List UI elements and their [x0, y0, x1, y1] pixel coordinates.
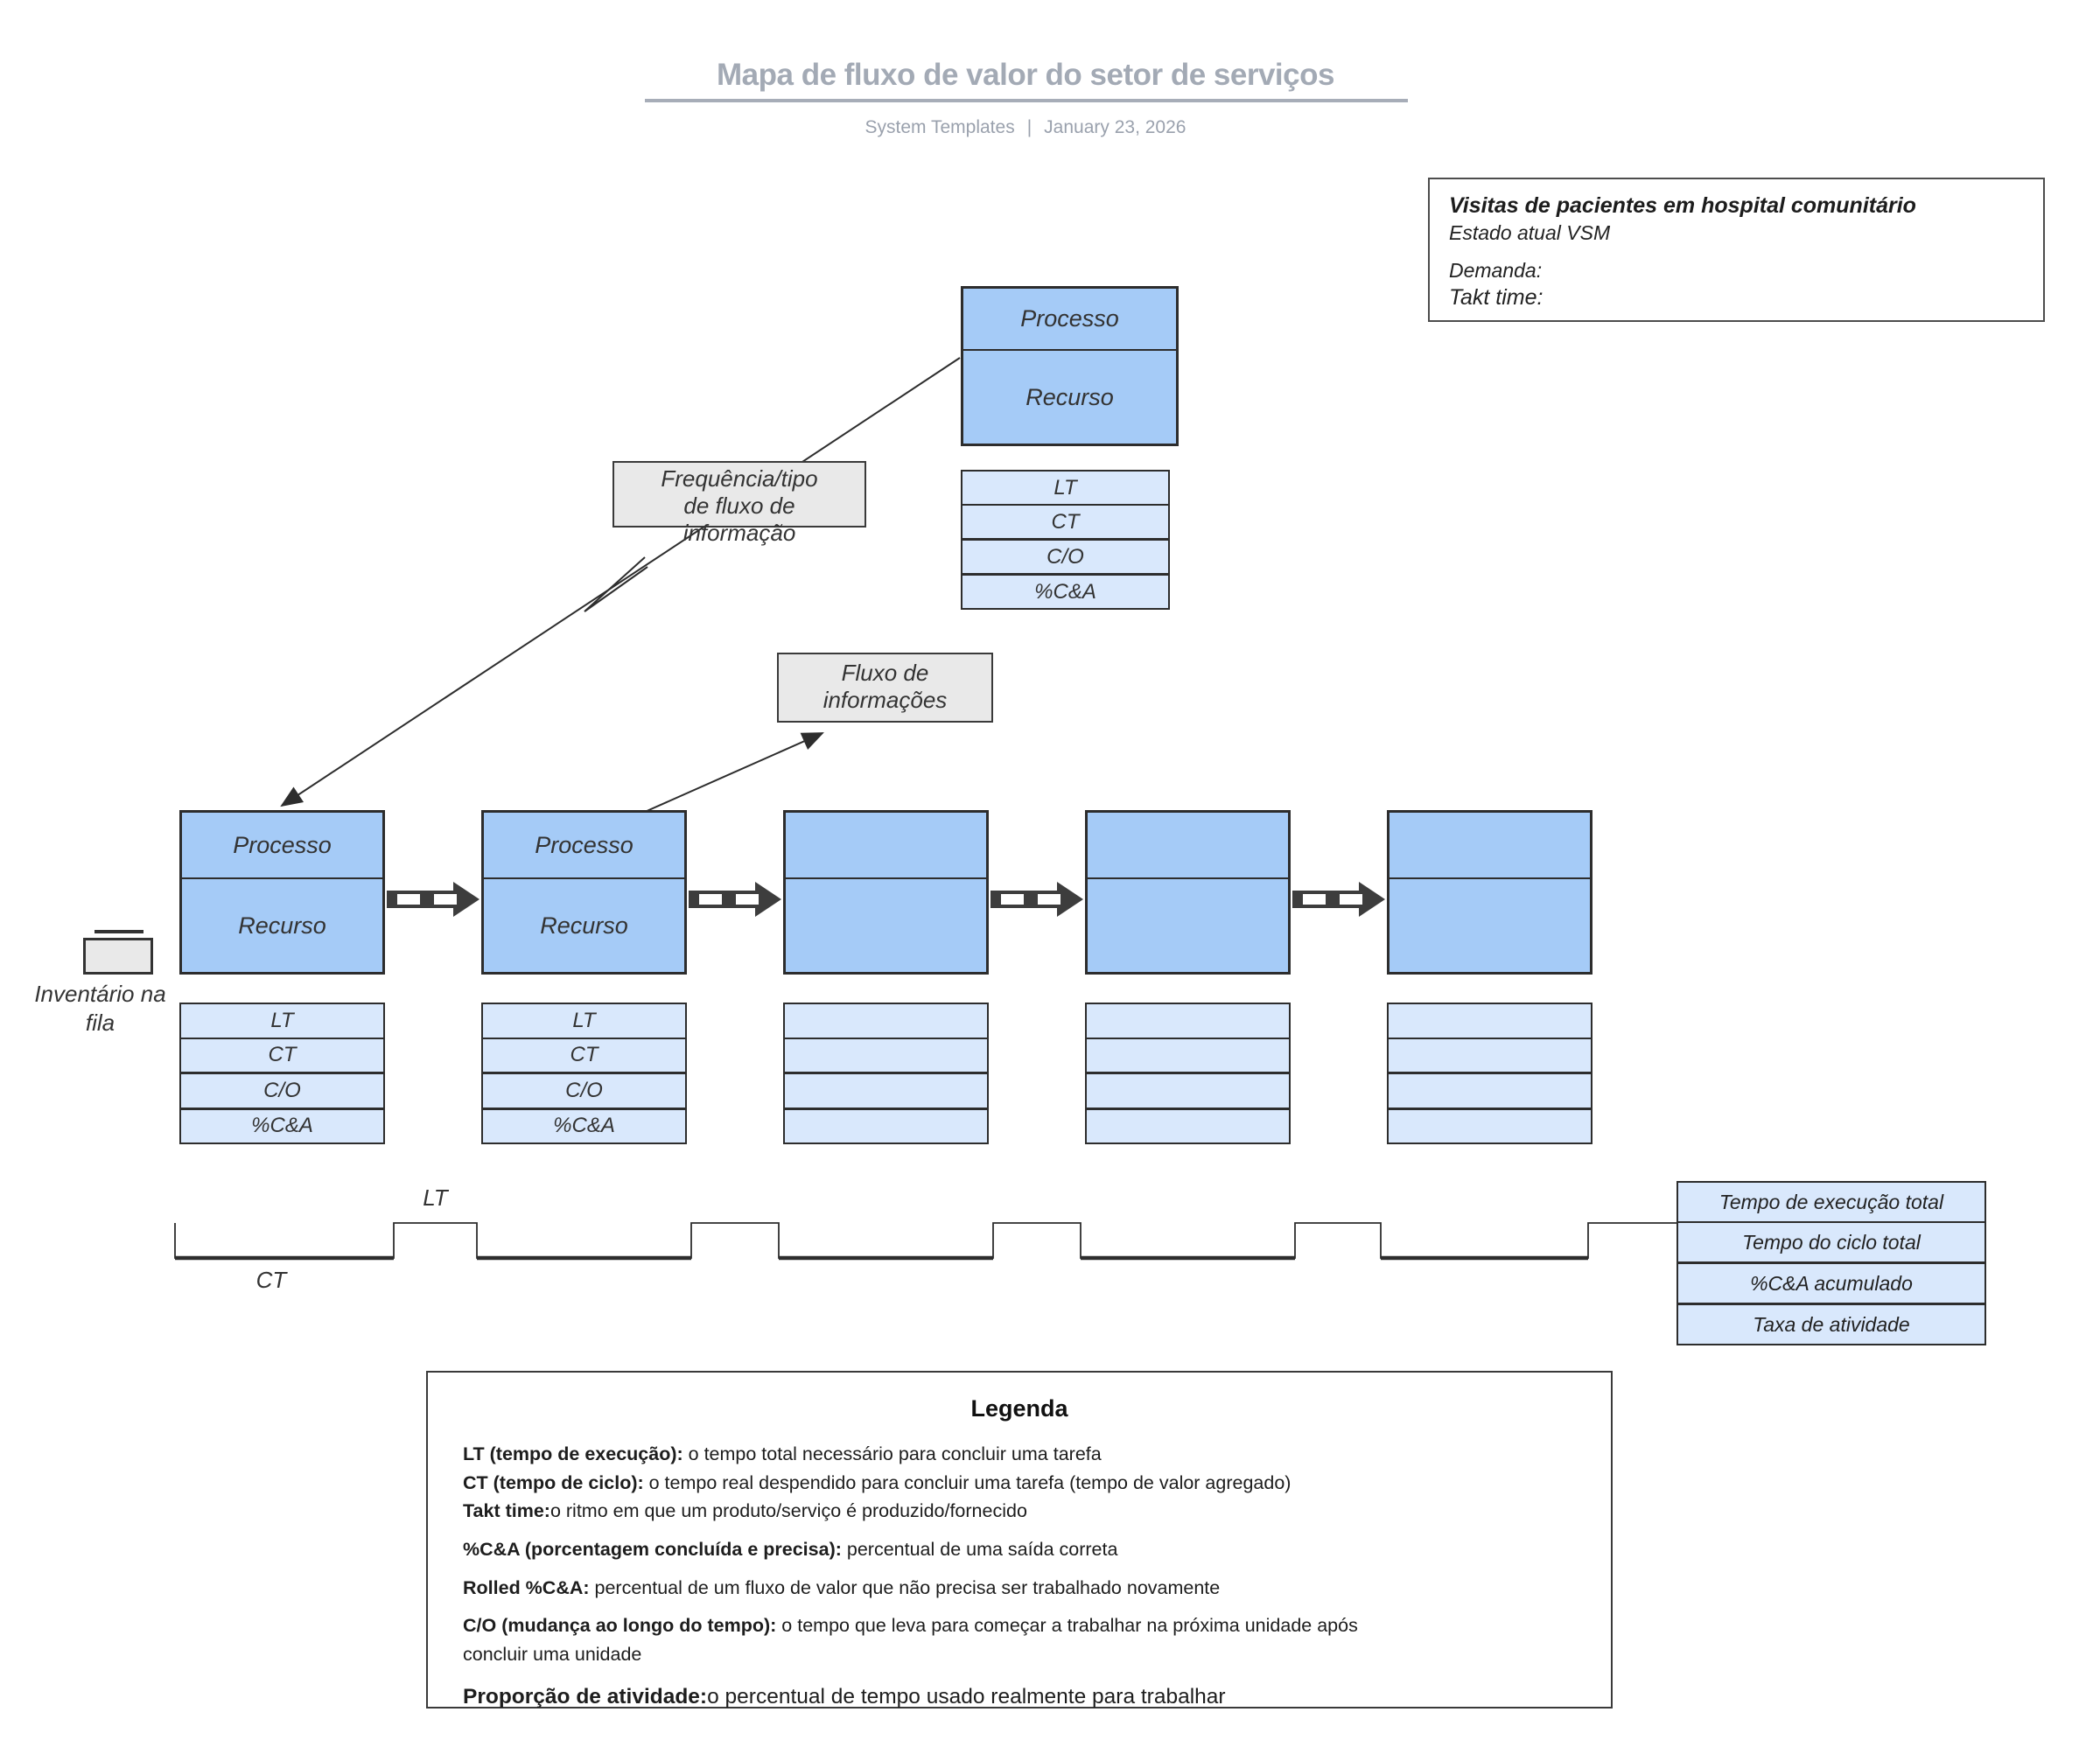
process-box-5[interactable]	[1387, 810, 1592, 975]
metrics-table-2[interactable]: LT CT C/O %C&A	[481, 1003, 687, 1144]
legend-item-lt: LT (tempo de execução): o tempo total ne…	[463, 1443, 1102, 1464]
metric-lt	[1087, 1004, 1289, 1038]
metrics-table-1[interactable]: LT CT C/O %C&A	[179, 1003, 385, 1144]
process-box-1[interactable]: Processo Recurso	[179, 810, 385, 975]
metric-co: C/O	[962, 538, 1168, 573]
process-resource	[1390, 879, 1590, 972]
project-title: Visitas de pacientes em hospital comunit…	[1449, 193, 1916, 218]
metric-co: C/O	[181, 1072, 383, 1108]
metric-pca: %C&A	[181, 1107, 383, 1143]
process-box-2[interactable]: Processo Recurso	[481, 810, 687, 975]
metric-lt	[785, 1004, 987, 1038]
metrics-table-4[interactable]	[1085, 1003, 1291, 1144]
takt-time-label: Takt time:	[1449, 285, 1544, 310]
process-box-3[interactable]	[783, 810, 989, 975]
process-title: Processo	[484, 813, 684, 879]
total-cycle-time: Tempo do ciclo total	[1678, 1221, 1984, 1261]
title-underline	[645, 99, 1408, 102]
date: January 23, 2026	[1044, 117, 1186, 137]
legend-item-pca: %C&A (porcentagem concluída e precisa): …	[463, 1539, 1118, 1561]
inventory-label: Inventário na fila	[34, 981, 166, 1036]
legend-item-co: C/O (mudança ao longo do tempo): o tempo…	[463, 1615, 1358, 1666]
metric-lt: LT	[572, 1008, 596, 1032]
byline: System Templates	[864, 117, 1015, 137]
metric-lt: LT	[270, 1008, 294, 1032]
process-box-supplier[interactable]: Processo Recurso	[961, 286, 1179, 446]
timeline-ct-label: CT	[256, 1267, 287, 1293]
process-resource	[786, 879, 986, 972]
metric-pca: %C&A	[483, 1107, 685, 1143]
frequency-note-box[interactable]	[612, 461, 866, 528]
process-title	[1390, 813, 1590, 879]
process-box-4[interactable]	[1085, 810, 1291, 975]
metric-pca: %C&A	[962, 573, 1168, 608]
total-activity-ratio: Taxa de atividade	[1678, 1303, 1984, 1344]
metric-co	[785, 1072, 987, 1108]
push-arrow-icon[interactable]	[387, 882, 480, 917]
project-info-box[interactable]: Visitas de pacientes em hospital comunit…	[1428, 178, 2045, 322]
metric-pca	[785, 1107, 987, 1143]
legend-item-takt: Takt time:o ritmo em que um produto/serv…	[463, 1500, 1027, 1522]
process-title	[1088, 813, 1288, 879]
legend-item-rolled-pca: Rolled %C&A: percentual de um fluxo de v…	[463, 1576, 1221, 1598]
metric-co: C/O	[483, 1072, 685, 1108]
electronic-flow-zigzag-icon	[584, 556, 648, 612]
metric-co	[1087, 1072, 1289, 1108]
subtitle-divider: |	[1026, 117, 1032, 137]
info-flow-note-label: Fluxo de informações	[822, 660, 948, 713]
metric-co	[1389, 1072, 1591, 1108]
electronic-flow-line[interactable]	[280, 357, 961, 807]
inventory-queue-icon	[94, 930, 144, 933]
metric-ct: CT	[181, 1037, 383, 1073]
metric-pca	[1389, 1107, 1591, 1143]
process-resource: Recurso	[1026, 383, 1114, 410]
page-subtitle: System Templates | January 23, 2026	[588, 117, 1463, 138]
timeline-lt-label: LT	[423, 1184, 448, 1211]
info-flow-note-box[interactable]	[777, 653, 993, 723]
metric-pca	[1087, 1107, 1289, 1143]
metric-ct: CT	[962, 504, 1168, 538]
process-resource: Recurso	[540, 912, 628, 939]
legend-title: Legenda	[970, 1395, 1068, 1422]
page-title: Mapa de fluxo de valor do setor de servi…	[717, 58, 1334, 92]
frequency-note-label: Frequência/tipo de fluxo de informação	[661, 465, 818, 546]
metric-ct	[1389, 1037, 1591, 1073]
metrics-table-supplier[interactable]: LT CT C/O %C&A	[961, 470, 1170, 610]
totals-table[interactable]: Tempo de execução total Tempo do ciclo t…	[1676, 1181, 1986, 1345]
legend-item-ct: CT (tempo de ciclo): o tempo real despen…	[463, 1471, 1292, 1493]
inventory-box-icon[interactable]	[83, 938, 153, 975]
total-lead-time: Tempo de execução total	[1718, 1190, 1944, 1213]
push-arrow-icon[interactable]	[689, 882, 781, 917]
metric-lt	[1389, 1004, 1591, 1038]
metrics-table-3[interactable]	[783, 1003, 989, 1144]
metric-ct: CT	[483, 1037, 685, 1073]
process-resource	[1088, 879, 1288, 972]
total-rolled-pca: %C&A acumulado	[1678, 1261, 1984, 1303]
process-title: Processo	[963, 289, 1176, 351]
process-resource: Recurso	[238, 912, 326, 939]
legend-box[interactable]: Legenda LT (tempo de execução): o tempo …	[426, 1371, 1613, 1709]
metrics-table-5[interactable]	[1387, 1003, 1592, 1144]
demand-label: Demanda:	[1449, 259, 1543, 282]
metric-ct	[785, 1037, 987, 1073]
metric-lt: LT	[1054, 475, 1077, 500]
process-title	[786, 813, 986, 879]
timeline-step-line[interactable]	[174, 1222, 1676, 1259]
push-arrow-icon[interactable]	[990, 882, 1083, 917]
project-state: Estado atual VSM	[1449, 221, 1611, 244]
push-arrow-icon[interactable]	[1292, 882, 1385, 917]
metric-ct	[1087, 1037, 1289, 1073]
process-title: Processo	[182, 813, 382, 879]
legend-item-activity-ratio: Proporção de atividade:o percentual de t…	[463, 1684, 1226, 1709]
info-flow-line[interactable]	[644, 732, 824, 813]
